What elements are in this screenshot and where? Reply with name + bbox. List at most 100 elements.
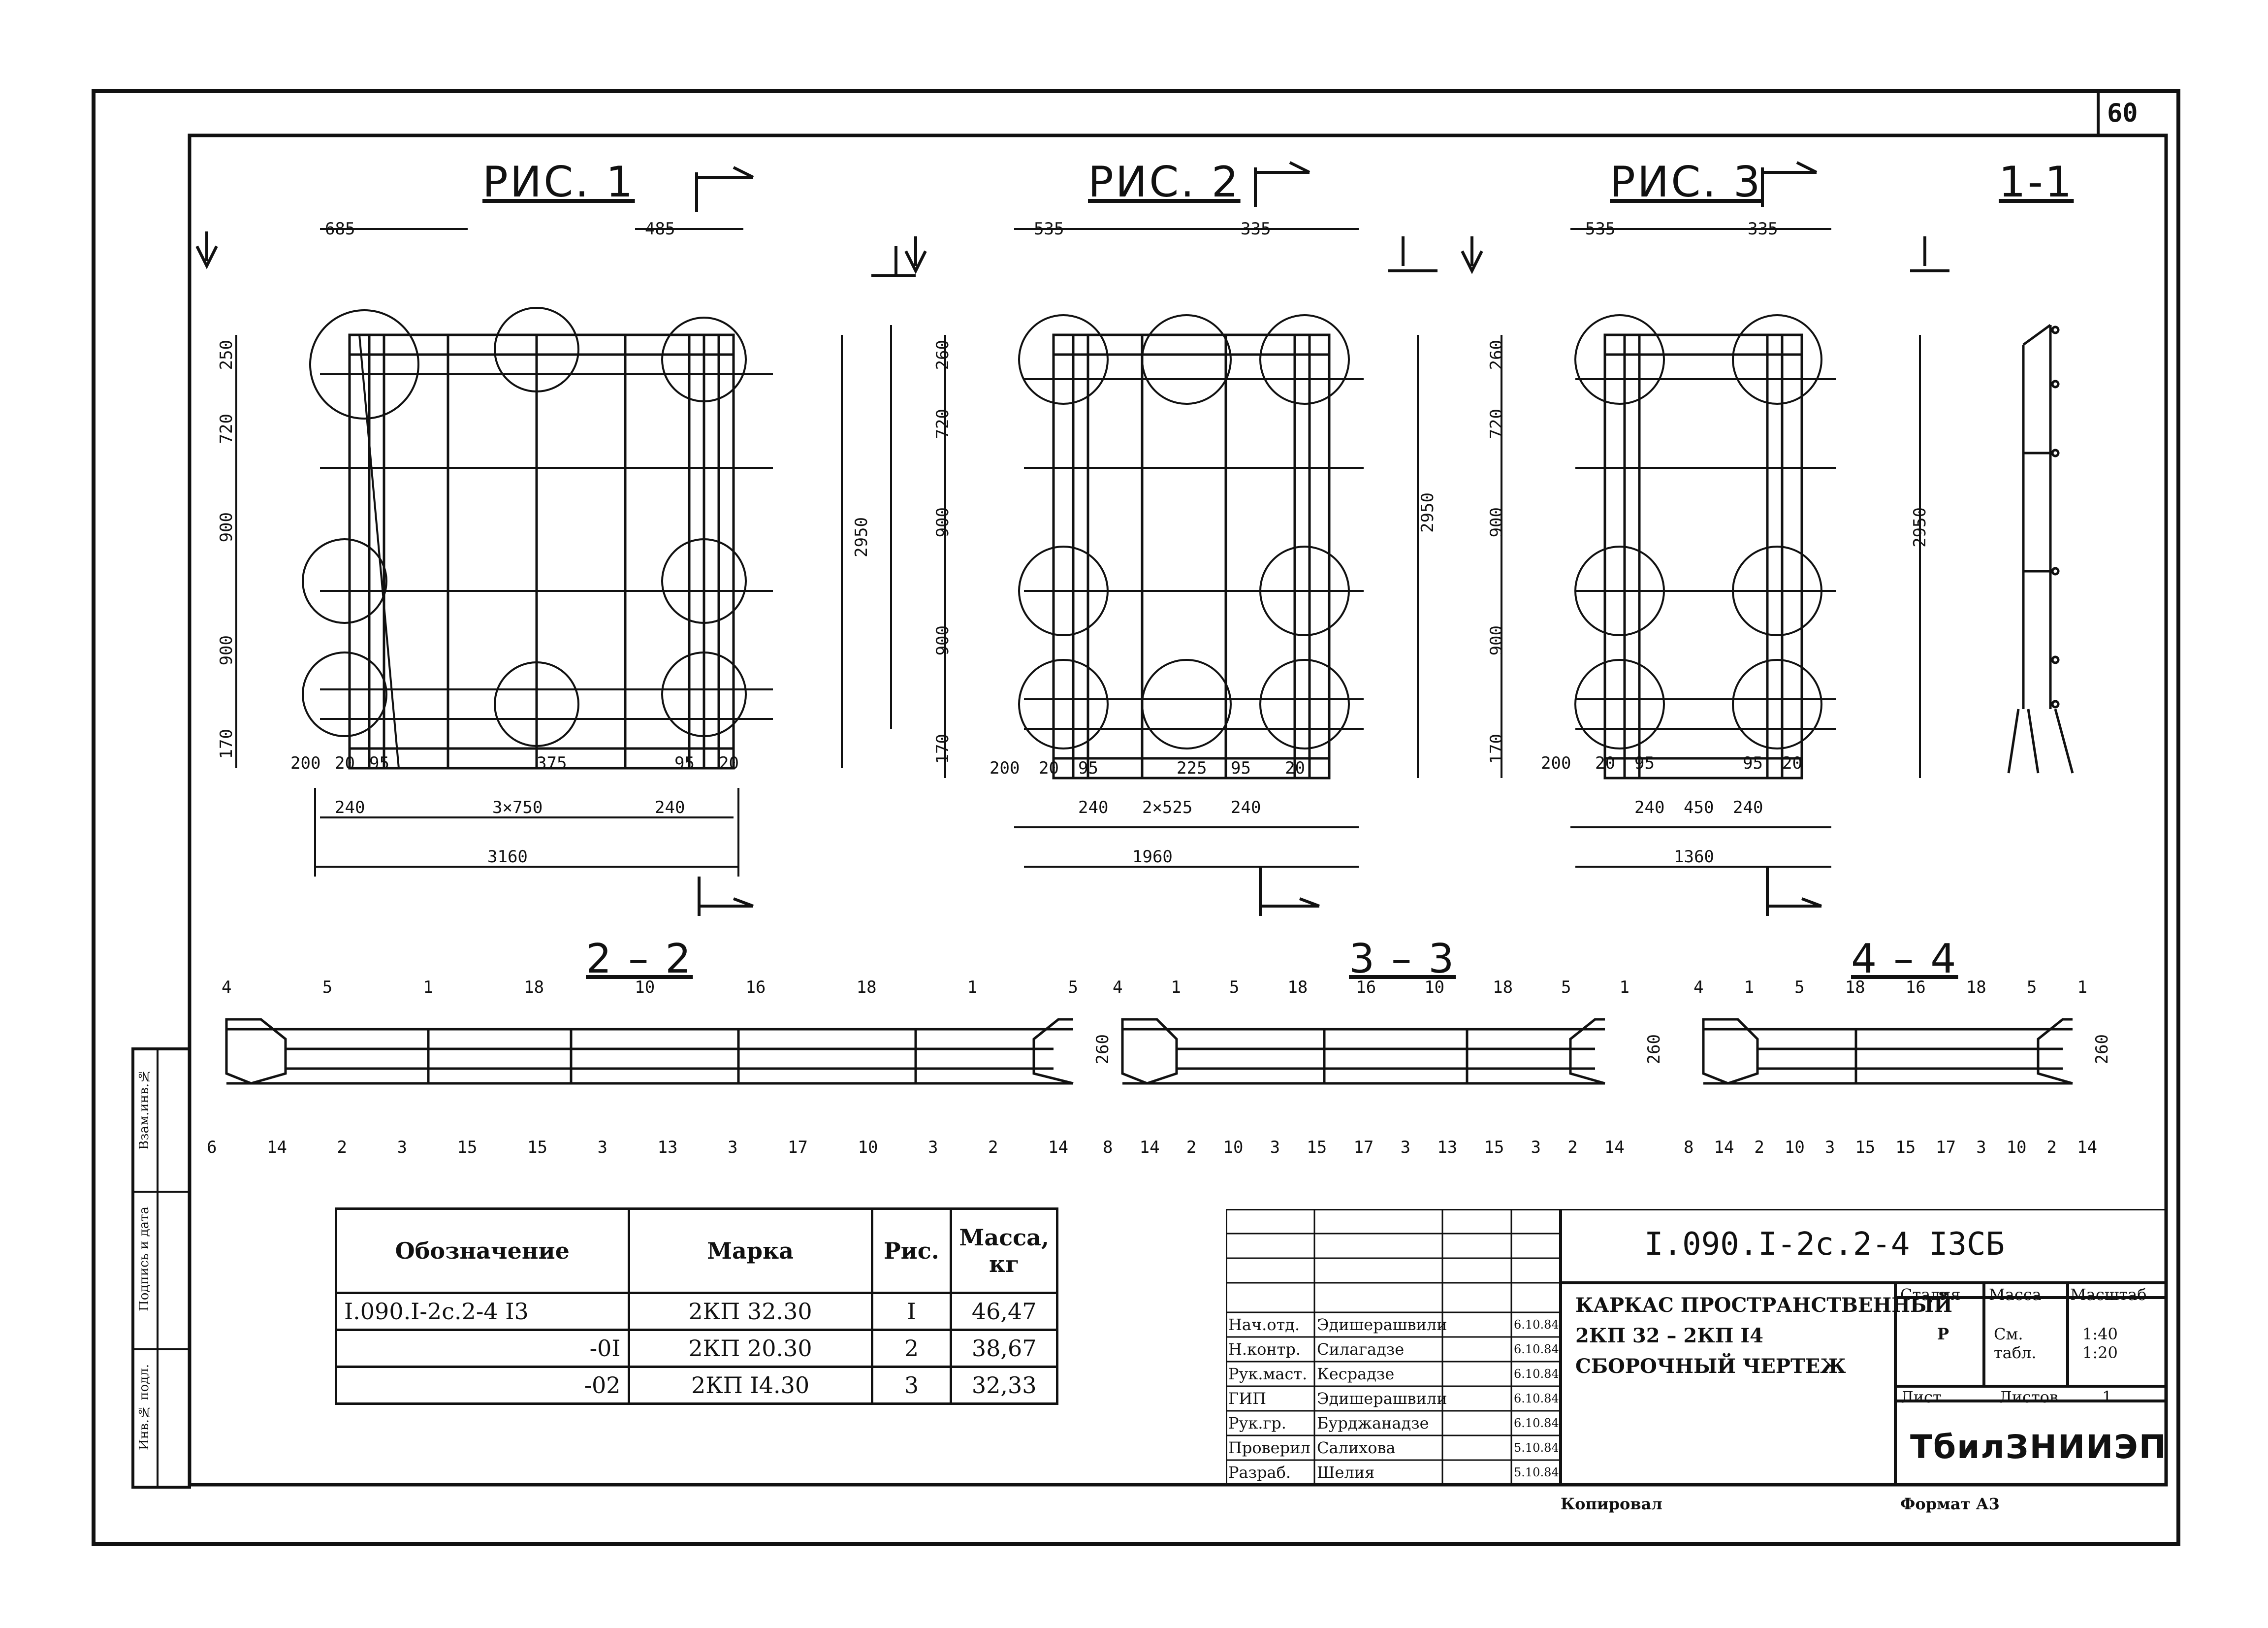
label: 14 (1139, 1138, 1160, 1157)
label: 16 (1905, 977, 1926, 997)
fig3-drawing (1461, 161, 1949, 916)
section-1-1-drawing (2007, 324, 2074, 774)
spec-mark: 2КП I4.30 (627, 1366, 873, 1405)
label: 5 (2026, 977, 2037, 997)
signer-date: 6.10.84 (1514, 1318, 1559, 1332)
fig1-dim-200: 200 (290, 753, 321, 773)
signer-date: 6.10.84 (1514, 1416, 1559, 1430)
fig3-dim-200: 200 (1541, 753, 1571, 773)
signer-name: Эдишерашвили (1317, 1389, 1447, 1408)
label: 4 (1693, 977, 1704, 997)
label: 1 (1744, 977, 1755, 997)
spec-mass: 32,33 (950, 1366, 1058, 1405)
fig1-dim-95b: 95 (674, 753, 695, 773)
title-line-3: СБОРОЧНЫЙ ЧЕРТЕЖ (1575, 1355, 1846, 1378)
fig1-dim-95a: 95 (369, 753, 389, 773)
fig1-dim-375: 375 (537, 753, 567, 773)
section-2-2-labels-bottom: 6 14 2 3 15 15 3 13 3 17 10 3 2 14 (207, 1138, 1068, 1157)
signer-role: Н.контр. (1228, 1340, 1301, 1359)
signer-date: 5.10.84 (1514, 1441, 1559, 1455)
fig2-dim-2950: 2950 (1418, 492, 1437, 533)
table-row: -0I 2КП 20.30 2 38,67 (335, 1329, 1058, 1368)
fig1-dim-720: 720 (217, 414, 236, 444)
spec-header-designation: Обозначение (335, 1207, 630, 1294)
section-3-3-height: 260 (1644, 1034, 1664, 1065)
label: 15 (457, 1138, 478, 1157)
label: 10 (1223, 1138, 1244, 1157)
fig1-dim-170: 170 (217, 729, 236, 759)
fig1-dim-240b: 240 (655, 798, 685, 817)
label: 14 (1604, 1138, 1625, 1157)
spec-fig: I (870, 1292, 953, 1331)
spec-mark: 2КП 32.30 (627, 1292, 873, 1331)
label: 5 (1229, 977, 1240, 997)
label: 10 (635, 977, 655, 997)
spec-mark: 2КП 20.30 (627, 1329, 873, 1368)
fig2-dim-535: 535 (1034, 219, 1064, 239)
spec-designation: -0I (335, 1329, 630, 1368)
spec-mass: 46,47 (950, 1292, 1058, 1331)
section-4-4-drawing (1702, 1018, 2073, 1085)
stamp-replaces-inv: Взам.инв.№ (137, 1069, 152, 1150)
label: 3 (1531, 1138, 1541, 1157)
section-3-3-labels-top: 4 1 5 18 16 10 18 5 1 (1113, 977, 1629, 997)
fig1-dim-20a: 20 (335, 753, 355, 773)
label: 5 (1561, 977, 1571, 997)
label: 18 (524, 977, 544, 997)
fig3-dim-20b: 20 (1782, 753, 1802, 773)
label: 1 (967, 977, 978, 997)
signer-row: Проверил Салихова 5.10.84 (1228, 1435, 1563, 1460)
label: 13 (1437, 1138, 1458, 1157)
signer-role: Разраб. (1228, 1463, 1291, 1482)
fig2-dim-span: 2×525 (1142, 798, 1193, 817)
section-4-4-title: 4 – 4 (1851, 936, 1958, 982)
label: 16 (1356, 977, 1376, 997)
label: 18 (1845, 977, 1865, 997)
signer-row: ГИП Эдишерашвили 6.10.84 (1228, 1386, 1563, 1411)
fig3-title: РИС. 3 (1610, 158, 1762, 207)
sheets-value: 1 (2102, 1388, 2112, 1406)
label: 17 (1936, 1138, 1956, 1157)
stage-header: Стадия (1900, 1285, 1961, 1304)
signer-name: Эдишерашвили (1317, 1315, 1447, 1334)
section-3-3-title: 3 – 3 (1349, 936, 1456, 982)
page-number: 60 (2107, 98, 2138, 128)
fig3-dim-170: 170 (1487, 734, 1506, 764)
section-1-1-title: 1-1 (1999, 158, 2074, 207)
signer-role: ГИП (1228, 1389, 1266, 1408)
label: 18 (1287, 977, 1308, 997)
spec-header-mark: Марка (627, 1207, 873, 1294)
label: 2 (337, 1138, 347, 1157)
fig1-dim-20b: 20 (719, 753, 739, 773)
signer-role: Проверил (1228, 1438, 1310, 1457)
label: 3 (728, 1138, 738, 1157)
fig3-dim-240a: 240 (1634, 798, 1665, 817)
fig2-dim-720: 720 (933, 409, 953, 439)
fig2-dim-225: 225 (1177, 758, 1207, 778)
spec-fig: 3 (870, 1366, 953, 1405)
fig3-dim-535: 535 (1585, 219, 1616, 239)
label: 15 (1484, 1138, 1504, 1157)
fig1-dim-2950: 2950 (852, 517, 871, 557)
signer-row: Н.контр. Силагадзе 6.10.84 (1228, 1337, 1563, 1362)
stamp-inv-orig: Инв.№ подл. (137, 1364, 152, 1450)
label: 10 (2006, 1138, 2027, 1157)
fig1-dim-485: 485 (645, 219, 675, 239)
label: 3 (1824, 1138, 1835, 1157)
title-block-code: I.090.I-2с.2-4 I3СБ (1644, 1226, 2005, 1263)
fig1-dim-250: 250 (217, 340, 236, 370)
fig2-dim-20b: 20 (1285, 758, 1305, 778)
signer-row: Рук.гр. Бурджанадзе 6.10.84 (1228, 1411, 1563, 1435)
signer-role: Нач.отд. (1228, 1315, 1300, 1334)
stage-value: Р (1937, 1325, 1949, 1343)
label: 14 (1714, 1138, 1734, 1157)
label: 3 (1270, 1138, 1280, 1157)
label: 10 (1424, 977, 1445, 997)
fig2-dim-260: 260 (933, 340, 953, 370)
section-4-4-height: 260 (2092, 1034, 2112, 1065)
fig1-dim-overall: 3160 (487, 847, 528, 867)
mass-value: См. табл. (1994, 1325, 2037, 1362)
signer-date: 6.10.84 (1514, 1367, 1559, 1381)
signer-role: Рук.маст. (1228, 1365, 1308, 1383)
label: 10 (858, 1138, 878, 1157)
